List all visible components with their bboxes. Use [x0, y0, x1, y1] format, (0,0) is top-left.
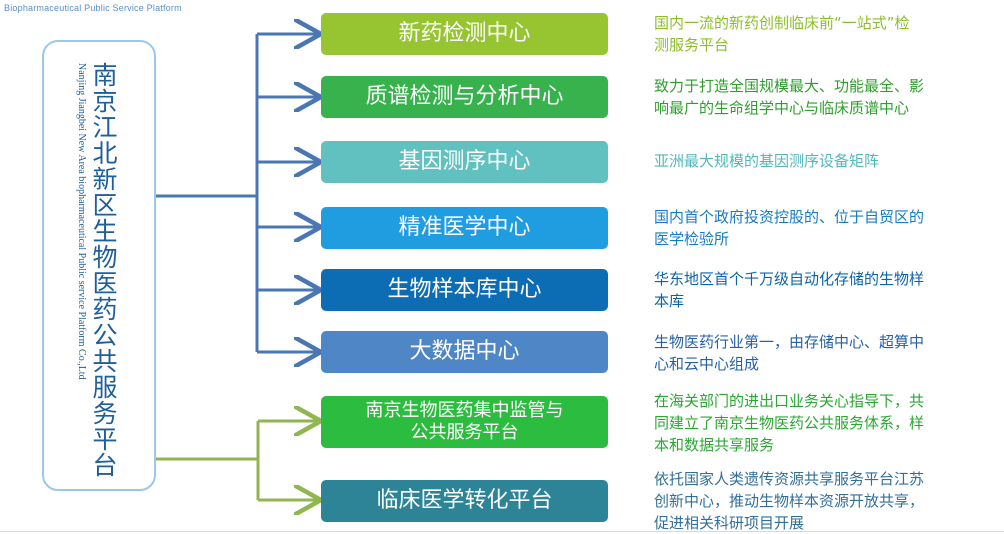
description-precision-medicine: 国内首个政府投资控股的、位于自贸区的 医学检验所: [654, 208, 925, 248]
center-new-drug-testing: 新药检测中心: [321, 13, 608, 55]
main-platform-box: [42, 40, 156, 491]
center-big-data: 大数据中心: [321, 331, 608, 373]
description-new-drug-testing: 国内一流的新药创制临床前“一站式”检 测服务平台: [654, 14, 910, 54]
bottom-divider: [0, 531, 1004, 532]
center-precision-medicine: 精准医学中心: [321, 207, 608, 249]
main-platform-title: 南京江北新区生物医药公共服务平台: [89, 62, 118, 478]
center-biobank: 生物样本库中心: [321, 269, 608, 311]
header-caption: Biopharmaceutical Public Service Platfor…: [4, 3, 182, 13]
center-clinical-translation: 临床医学转化平台: [321, 480, 608, 522]
center-gene-sequencing: 基因测序中心: [321, 141, 608, 183]
description-biobank: 华东地区首个千万级自动化存储的生物样 本库: [654, 270, 925, 310]
description-mass-spectrometry: 致力于打造全国规模最大、功能最全、影 响最广的生命组学中心与临床质谱中心: [654, 77, 925, 117]
description-big-data: 生物医药行业第一，由存储中心、超算中 心和云中心组成: [654, 333, 925, 373]
description-regulatory-public-service: 在海关部门的进出口业务关心指导下，共 同建立了南京生物医药公共服务体系，样 本和…: [654, 392, 925, 454]
center-mass-spectrometry: 质谱检测与分析中心: [321, 76, 608, 118]
center-regulatory-public-service: 南京生物医药集中监管与 公共服务平台: [321, 396, 608, 448]
description-clinical-translation: 依托国家人类遗传资源共享服务平台江苏 创新中心，推动生物样本资源开放共享， 促进…: [654, 470, 925, 532]
main-platform-subtitle: Nanjing Jiangbei New Area biopharmaceuti…: [76, 63, 87, 380]
description-gene-sequencing: 亚洲最大规模的基因测序设备矩阵: [654, 152, 880, 170]
